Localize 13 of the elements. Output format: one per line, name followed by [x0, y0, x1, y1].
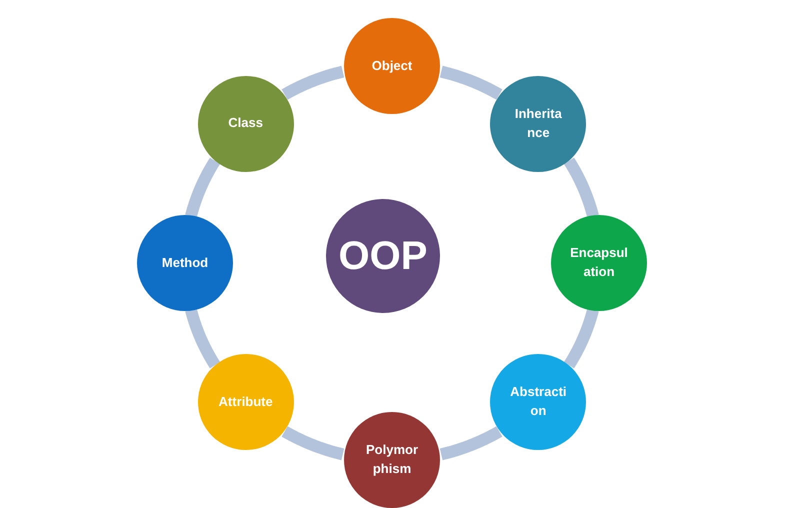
concept-label: OOP: [338, 233, 428, 280]
concept-label: Encapsul ation: [569, 244, 629, 281]
concept-label: Class: [227, 114, 264, 132]
ring-connector: [438, 66, 504, 100]
concept-label: Method: [160, 254, 210, 272]
concept-label: Attribute: [218, 392, 274, 411]
concept-label: Object: [370, 56, 414, 75]
ring-connector: [438, 426, 504, 460]
concept-label: Abstracti on: [509, 383, 568, 420]
ring-connector: [280, 426, 346, 460]
ring-connector: [280, 66, 346, 100]
concept-label: Polymor phism: [364, 441, 419, 478]
concept-label: Inherita nce: [514, 104, 563, 142]
